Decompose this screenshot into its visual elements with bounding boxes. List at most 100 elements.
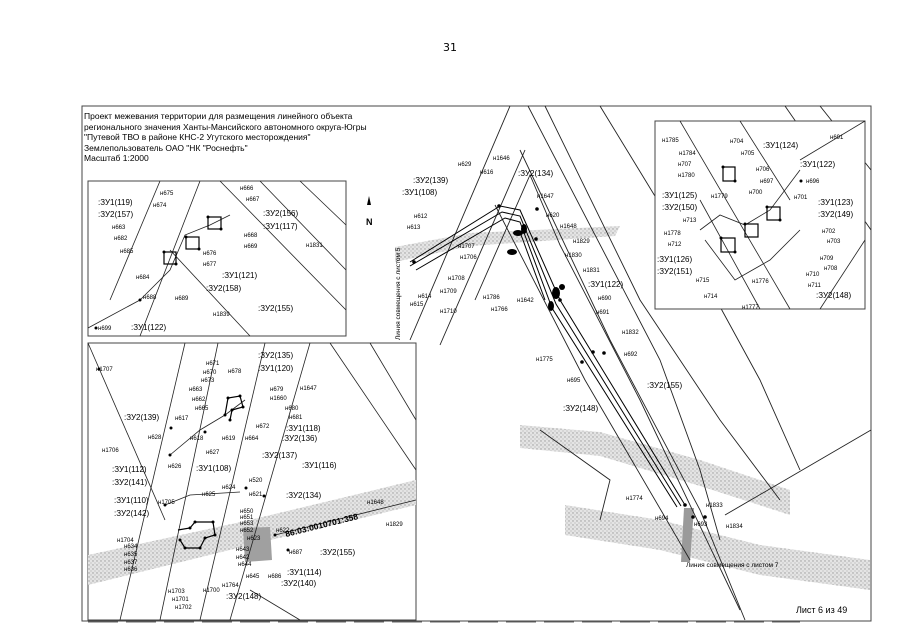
parcel-label: н682 <box>114 236 128 242</box>
parcel-label: н706 <box>756 167 770 173</box>
hatched-corridor <box>565 505 870 590</box>
parcel-label: :ЗУ1(122) <box>588 280 624 289</box>
parcel-label: н628 <box>148 435 162 441</box>
parcel-label: н629 <box>458 162 472 168</box>
parcel-label: н709 <box>820 256 834 262</box>
parcel-label: :ЗУ1(124) <box>763 141 799 150</box>
gray-segment <box>681 508 694 562</box>
parcel-label: н1710 <box>440 309 457 315</box>
parcel-label: н1834 <box>726 524 743 530</box>
parcel-label: н691 <box>596 310 610 316</box>
parcel-label: н1703 <box>168 589 185 595</box>
parcel-label: н1648 <box>560 224 577 230</box>
page-number: 31 <box>443 41 457 54</box>
parcel-label: н1785 <box>662 138 679 144</box>
parcel-label: н1784 <box>679 151 696 157</box>
parcel-label: н663 <box>189 387 203 393</box>
parcel-label: н1660 <box>270 396 287 402</box>
parcel-label: н635 <box>124 552 138 558</box>
parcel-label: н705 <box>741 151 755 157</box>
parcel-label: :ЗУ2(157) <box>98 210 134 219</box>
parcel-label: н1702 <box>175 605 192 611</box>
parcel-label: н622 <box>276 528 290 534</box>
parcel-label: н1786 <box>483 295 500 301</box>
parcel-label: н626 <box>168 464 182 470</box>
sheet-label: Лист 6 из 49 <box>796 605 848 615</box>
parcel-label: н663 <box>112 225 126 231</box>
parcel-label: н643 <box>236 547 250 553</box>
parcel-label: н699 <box>98 326 112 332</box>
parcel-label: :ЗУ2(151) <box>657 267 693 276</box>
parcel-label: н680 <box>285 406 299 412</box>
parcel-label: н693 <box>694 522 708 528</box>
parcel-label: н1775 <box>536 357 553 363</box>
parcel-label: :ЗУ2(148) <box>816 291 852 300</box>
parcel-label: н700 <box>749 190 763 196</box>
parcel-label: н1774 <box>626 496 643 502</box>
parcel-label: :ЗУ1(117) <box>263 222 298 231</box>
title-line: Проект межевания территории для размещен… <box>84 111 353 121</box>
parcel-label: н1709 <box>440 289 457 295</box>
parcel-label: :ЗУ2(136) <box>282 434 318 443</box>
parcel-label: :ЗУ1(116) <box>302 461 337 470</box>
parcel-label: :ЗУ1(114) <box>287 568 322 577</box>
parcel-label: :ЗУ1(121) <box>222 271 258 280</box>
parcel-label: н620 <box>546 213 560 219</box>
parcel-label: н653 <box>240 521 254 527</box>
parcel-label: :ЗУ1(119) <box>98 198 133 207</box>
scale-label: Масштаб 1:2000 <box>84 153 149 164</box>
sheet-frame <box>81 105 872 622</box>
parcel-label: н636 <box>124 567 138 573</box>
parcel-label: н652 <box>240 528 254 534</box>
parcel-label: :ЗУ1(122) <box>131 323 167 332</box>
parcel-label: :ЗУ1(108) <box>402 188 438 197</box>
parcel-label: :ЗУ2(148) <box>226 592 262 601</box>
parcel-label: :ЗУ2(135) <box>258 351 294 360</box>
parcel-label: н694 <box>655 516 669 522</box>
parcel-label: н627 <box>206 450 220 456</box>
parcel-label: н703 <box>827 239 841 245</box>
parcel-label: :ЗУ1(122) <box>800 160 836 169</box>
parcel-label: н671 <box>206 361 220 367</box>
parcel-label: :ЗУ1(112) <box>112 465 147 474</box>
parcel-label: :ЗУ2(141) <box>112 478 148 487</box>
parcel-label: н704 <box>730 139 744 145</box>
parcel-label: н708 <box>824 266 838 272</box>
parcel-label: н697 <box>760 179 774 185</box>
parcel-label: :ЗУ2(134) <box>286 491 322 500</box>
parcel-label: н710 <box>806 272 820 278</box>
parcel-label: н621 <box>249 492 263 498</box>
parcel-label: н701 <box>794 195 808 201</box>
parcel-label: н1707 <box>96 367 113 373</box>
title-line: "Путевой ТВО в районе КНС-2 Угутского ме… <box>84 132 311 143</box>
parcel-label: н1831 <box>583 268 600 274</box>
parcel-label: н666 <box>240 186 254 192</box>
parcel-label: :ЗУ2(155) <box>258 304 294 313</box>
parcel-label: н695 <box>567 378 581 384</box>
parcel-label: н1647 <box>537 194 554 200</box>
parcel-label: :ЗУ1(125) <box>662 191 698 200</box>
parcel-label: н668 <box>244 233 258 239</box>
parcel-label: н634 <box>124 544 138 550</box>
parcel-label: :ЗУ1(123) <box>818 198 854 207</box>
parcel-label: н674 <box>153 203 167 209</box>
parcel-label: н1704 <box>117 538 134 544</box>
parcel-label: н686 <box>268 574 282 580</box>
parcel-label: н696 <box>806 179 820 185</box>
parcel-label: н616 <box>480 170 494 176</box>
parcel-label: :ЗУ2(139) <box>124 413 160 422</box>
parcel-label: :ЗУ2(139) <box>413 176 449 185</box>
parcel-label: н1705 <box>158 500 175 506</box>
parcel-label: н689 <box>175 296 189 302</box>
parcel-label: :ЗУ2(134) <box>518 169 554 178</box>
parcel-label: :ЗУ1(120) <box>258 364 294 373</box>
parcel-label: н665 <box>195 406 209 412</box>
parcel-label: :ЗУ2(149) <box>818 210 854 219</box>
parcel-label: :ЗУ2(137) <box>262 451 298 460</box>
parcel-label: :ЗУ2(148) <box>563 404 599 413</box>
north-arrow-icon <box>367 196 371 205</box>
parcel-label: н684 <box>136 275 150 281</box>
main-labels: н629 н616 н1646 :ЗУ2(134) :ЗУ2(139) :ЗУ1… <box>402 156 743 530</box>
parcel-label: н1830 <box>565 253 582 259</box>
parcel-label: н678 <box>228 369 242 375</box>
